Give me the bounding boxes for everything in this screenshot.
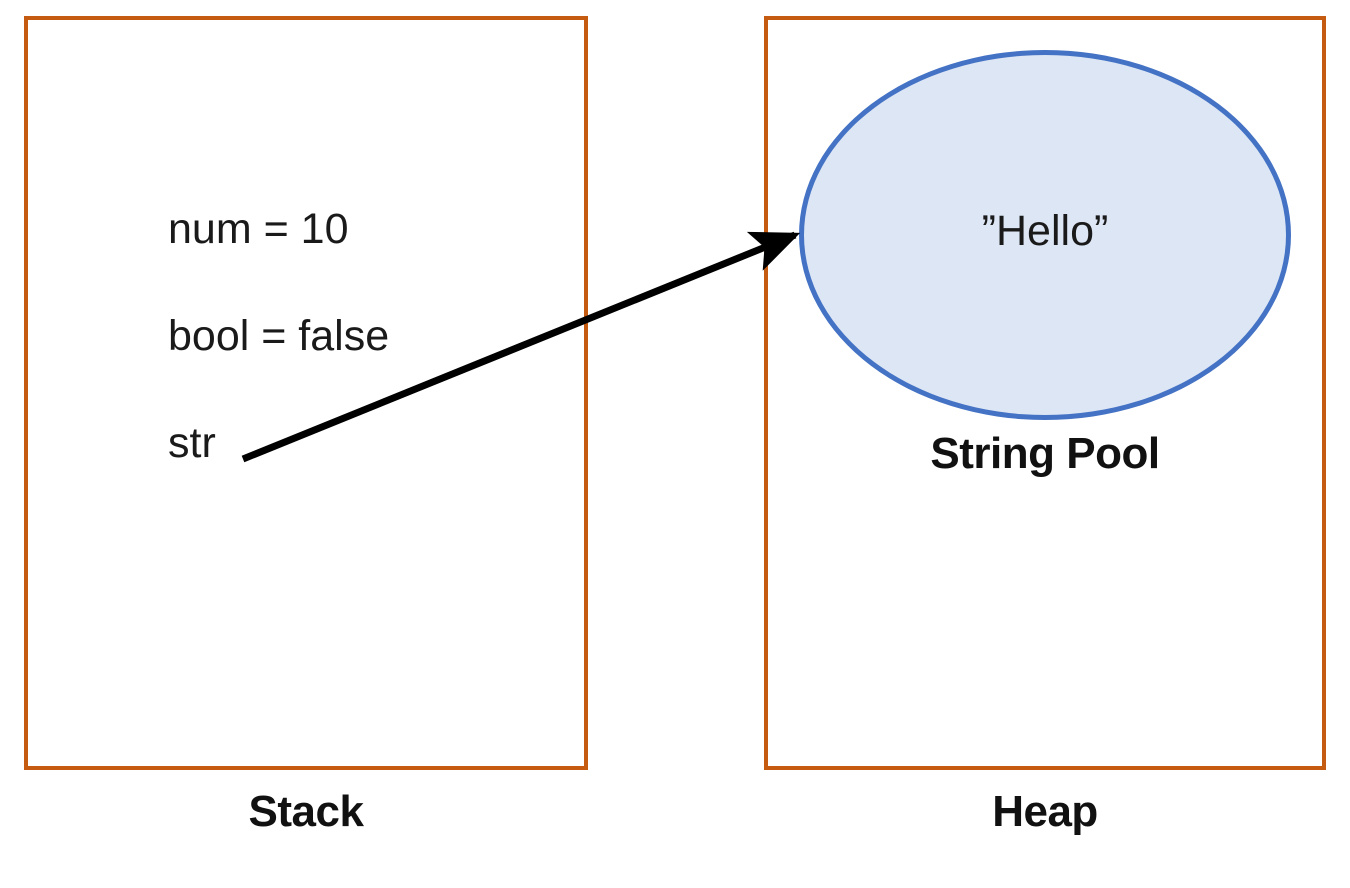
stack-variable-num: num = 10 — [168, 205, 349, 253]
stack-caption-label: Stack — [248, 787, 364, 836]
string-pool-label: String Pool — [930, 429, 1160, 478]
string-pool-value-text: ”Hello” — [981, 206, 1109, 255]
stack-variable-str: str — [168, 419, 216, 467]
stack-variable-list: num = 10 bool = false str — [168, 208, 568, 474]
stack-variable-bool: bool = false — [168, 312, 390, 360]
heap-caption-label: Heap — [992, 787, 1098, 836]
string-pool-ellipse: ”Hello” — [799, 50, 1291, 420]
